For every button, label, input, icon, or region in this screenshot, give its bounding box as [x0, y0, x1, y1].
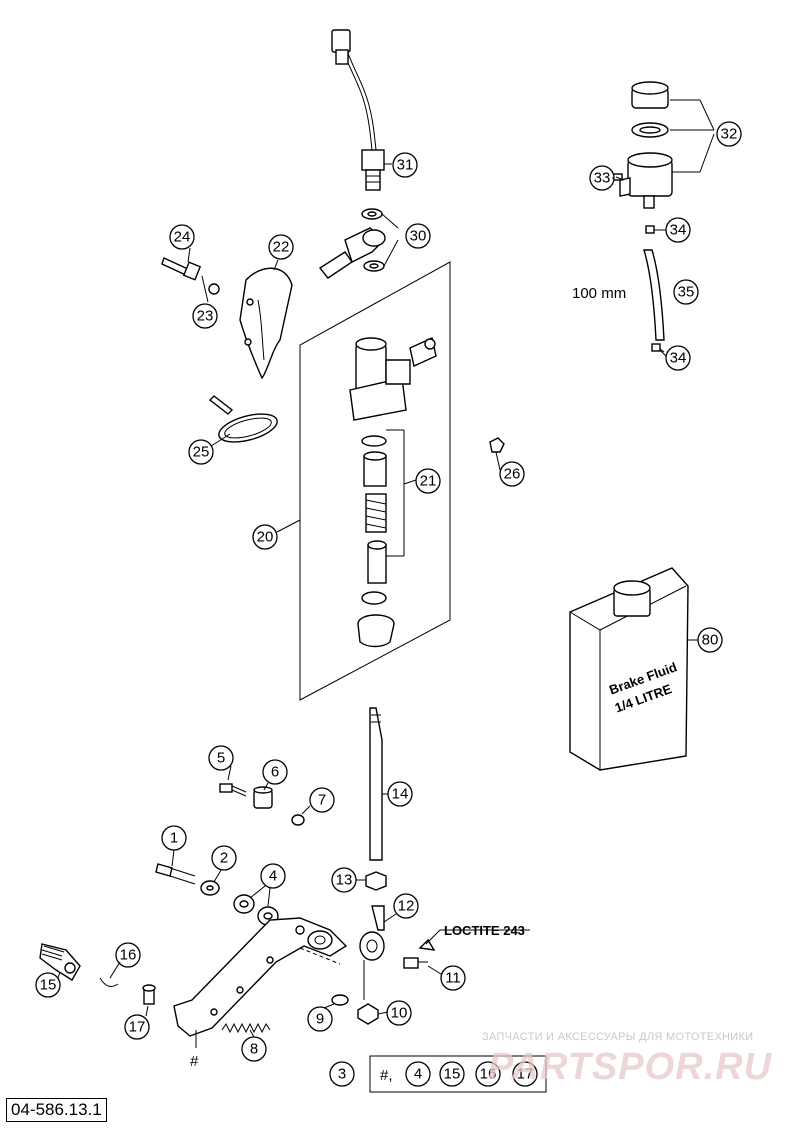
kit-item-15: 15 [444, 1066, 461, 1083]
callout-5: 5 [217, 750, 225, 767]
loctite-note: LOCTITE 243 [444, 923, 525, 938]
callout-30: 30 [410, 228, 427, 245]
callout-32: 32 [721, 126, 738, 143]
callout-34-top: 34 [670, 222, 687, 239]
callout-21: 21 [420, 473, 437, 490]
callout-3: 3 [338, 1066, 346, 1083]
linkage-parts [39, 943, 156, 1005]
watermark-logo: PARTSPOR.RU [488, 1046, 773, 1088]
callout-31: 31 [397, 157, 414, 174]
callout-11: 11 [445, 970, 461, 987]
callout-24: 24 [174, 229, 191, 246]
kit-contents-box [369, 1055, 547, 1093]
leader-lines [57, 177, 698, 1048]
guard-cover [161, 257, 293, 380]
callout-12: 12 [398, 898, 415, 915]
callout-2: 2 [220, 850, 228, 867]
callout-20: 20 [257, 529, 274, 546]
push-rod [365, 707, 387, 891]
brake-fluid-reservoir [597, 81, 715, 353]
callout-9: 9 [316, 1011, 324, 1028]
banjo-washers [318, 208, 399, 279]
callout-35: 35 [678, 284, 695, 301]
diagram-part-number: 04-586.13.1 [6, 1098, 107, 1122]
pedal-hardware [221, 905, 436, 1034]
callout-markers [35, 121, 742, 1087]
bushing-parts [219, 783, 305, 826]
callout-25: 25 [193, 444, 210, 461]
brake-light-switch [331, 29, 392, 191]
callout-26: 26 [504, 466, 521, 483]
kit-item-4: 4 [414, 1066, 422, 1083]
brake-pedal [173, 917, 348, 1037]
callout-10: 10 [391, 1005, 408, 1022]
hose-length-note: 100 mm [572, 285, 626, 302]
callout-80: 80 [702, 632, 719, 649]
kit-hash-marker: #, [380, 1067, 393, 1084]
callout-14: 14 [392, 786, 409, 803]
callout-8: 8 [250, 1041, 258, 1058]
callout-33: 33 [594, 170, 611, 187]
callout-4: 4 [269, 868, 277, 885]
callout-1: 1 [170, 830, 178, 847]
master-cylinder [349, 337, 437, 648]
callout-numbers: 31 30 32 33 34 35 34 24 22 23 25 21 26 2… [40, 126, 738, 1083]
watermark-tagline: ЗАПЧАСТИ И АКСЕССУАРЫ ДЛЯ МОТОТЕХНИКИ [482, 1031, 754, 1043]
callout-23: 23 [197, 308, 214, 325]
callout-22: 22 [273, 239, 290, 256]
kit-item-17: 17 [517, 1066, 534, 1083]
callout-13: 13 [336, 872, 353, 889]
brake-fluid-bottle: Brake Fluid 1/4 LITRE [569, 567, 689, 771]
hash-marker: # [190, 1053, 199, 1070]
nut-26 [489, 437, 505, 453]
callout-7: 7 [318, 792, 326, 809]
callout-6: 6 [271, 764, 279, 781]
cable-tie [208, 395, 278, 443]
callout-15: 15 [40, 977, 57, 994]
pivot-bolt-set [155, 863, 279, 926]
callout-34-bottom: 34 [670, 350, 687, 367]
callout-17: 17 [129, 1019, 146, 1036]
kit-item-16: 16 [480, 1066, 497, 1083]
callout-16: 16 [120, 947, 137, 964]
